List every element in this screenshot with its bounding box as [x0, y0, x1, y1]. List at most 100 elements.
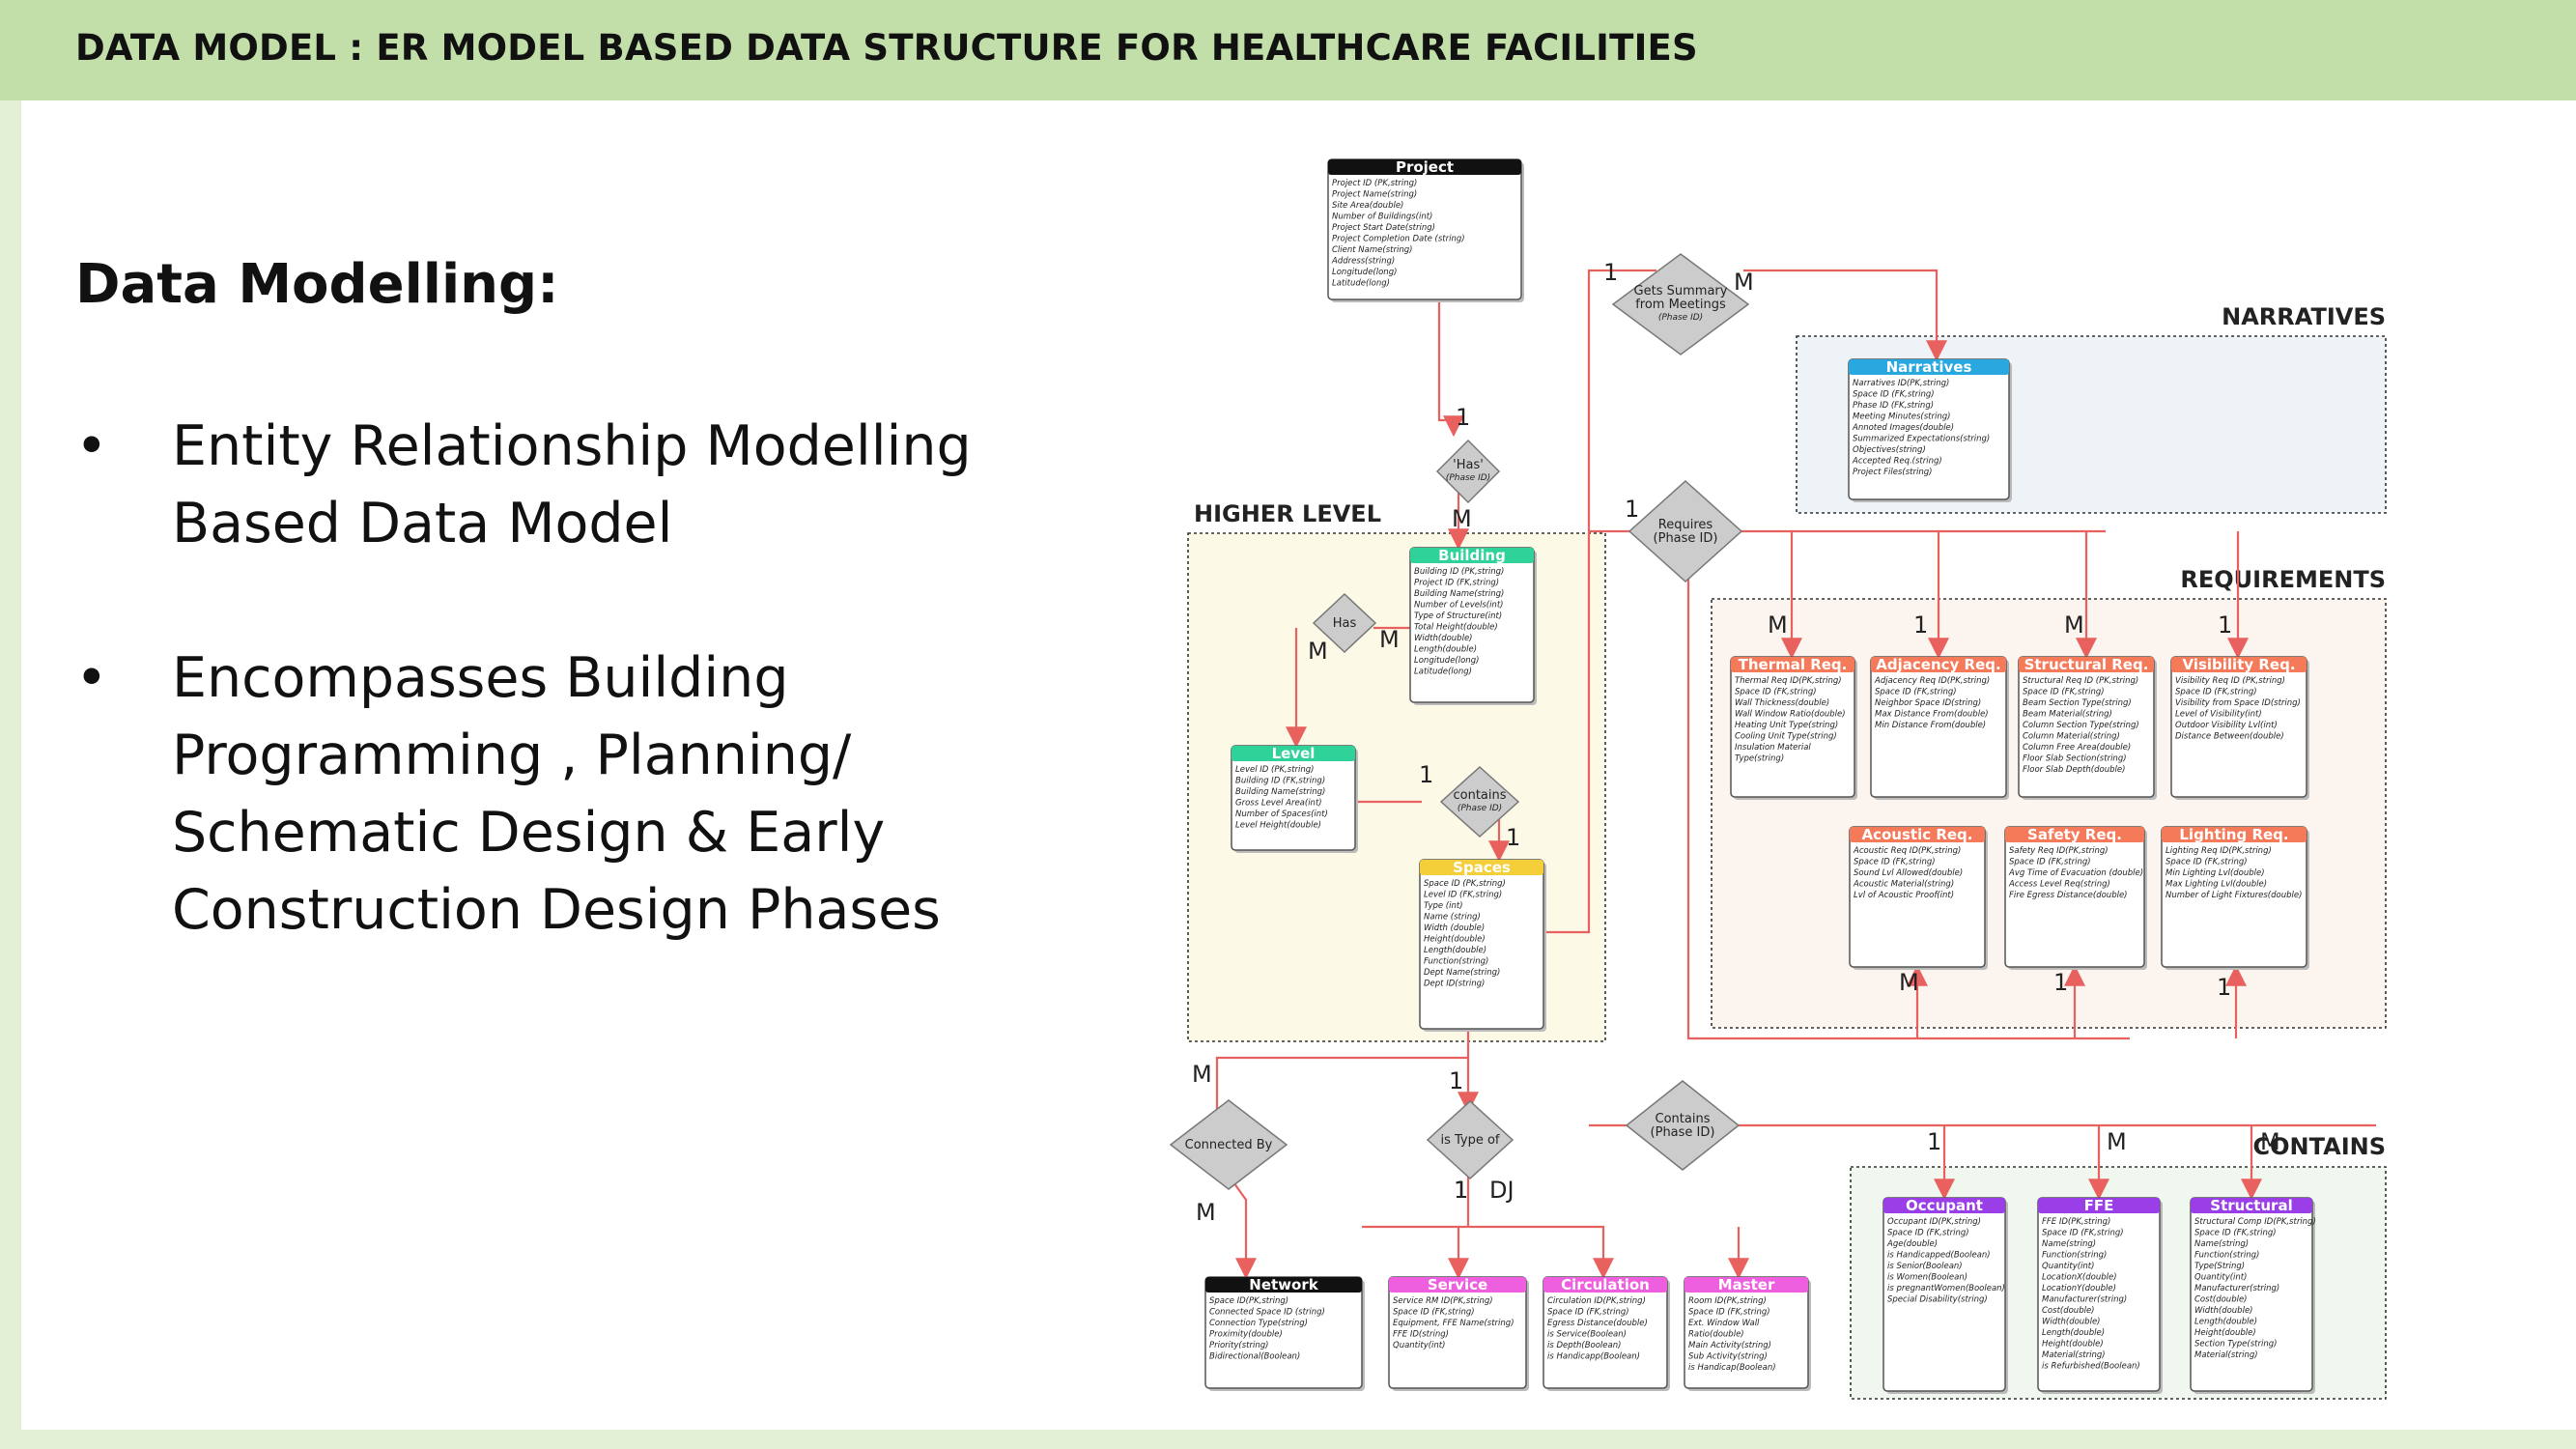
entity-field: Meeting Minutes(string) — [1853, 412, 1950, 422]
relationship-label: Requires — [1658, 518, 1713, 532]
entity-field: Project ID (FK,string) — [1414, 579, 1499, 588]
entity-header-adjacency — [1871, 657, 2006, 672]
relationship-sublabel: (Phase ID) — [1658, 313, 1703, 323]
cardinality-label: M — [2107, 1128, 2127, 1155]
entity-field: Outdoor Visibility Lvl(int) — [2175, 721, 2278, 730]
entity-field: Priority(string) — [1209, 1341, 1268, 1350]
entity-field: Width(double) — [2042, 1318, 2100, 1327]
cardinality-label: 1 — [1449, 1067, 1463, 1094]
entity-field: is Handicap(Boolean) — [1688, 1363, 1776, 1373]
entity-field: Thermal Req ID(PK,string) — [1735, 676, 1842, 686]
relationship-label: Contains — [1656, 1112, 1711, 1126]
entity-field: Annoted Images(double) — [1852, 423, 1954, 433]
entity-field: Beam Material(string) — [2023, 710, 2112, 720]
cardinality-label: M — [2260, 1128, 2280, 1155]
cardinality-label: 1 — [1625, 496, 1639, 523]
entity-field: Space ID (FK,string) — [1735, 688, 1817, 697]
entity-field: Building Name(string) — [1235, 787, 1325, 797]
cardinality-label: 1 — [2053, 969, 2068, 996]
entity-field: Level ID (FK,string) — [1424, 891, 1502, 900]
entity-title-spaces: Spaces — [1453, 859, 1511, 876]
entity-field: Space ID(PK,string) — [1209, 1296, 1288, 1306]
entity-field: Column Free Area(double) — [2023, 743, 2131, 753]
entity-field: Min Lighting Lvl(double) — [2166, 868, 2265, 878]
entity-field: is Handicapp(Boolean) — [1547, 1352, 1640, 1362]
cardinality-label: 1 — [1927, 1128, 1941, 1155]
entity-field: Name (string) — [1424, 913, 1481, 923]
entity-field: Project ID (PK,string) — [1332, 179, 1417, 188]
bullet-marker: • — [75, 646, 108, 710]
entity-field: Material(string) — [2042, 1350, 2106, 1360]
entity-title-ffe: FFE — [2084, 1197, 2114, 1214]
relationship-contains2 — [1625, 1080, 1741, 1171]
entity-field: Acoustic Material(string) — [1853, 880, 1954, 890]
entity-field: Floor Slab Depth(double) — [2023, 765, 2125, 775]
entity-field: Length(double) — [2042, 1328, 2105, 1338]
relationship-label: Gets Summary — [1634, 284, 1728, 298]
connector-line — [1686, 531, 2130, 1040]
entity-field: Name(string) — [2042, 1239, 2096, 1249]
entity-field: Type(String) — [2194, 1262, 2245, 1271]
entity-header-master — [1684, 1277, 1808, 1293]
entity-header-structural_req — [2019, 657, 2154, 672]
bullet-line: Programming , Planning/ — [172, 724, 852, 787]
entity-field: Cooling Unit Type(string) — [1735, 732, 1837, 742]
bullet-line: Schematic Design & Early — [172, 801, 886, 865]
relationship-requires — [1628, 479, 1743, 583]
entity-field: is pregnantWomen(Boolean) — [1887, 1284, 2005, 1293]
cardinality-label: M — [1379, 626, 1400, 653]
relationship-label: is Type of — [1440, 1133, 1499, 1148]
relationship-connected_by — [1169, 1099, 1288, 1190]
left-accent-bar — [0, 100, 21, 1430]
entity-field: Dept ID(string) — [1424, 980, 1485, 989]
entity-field: Building Name(string) — [1414, 589, 1504, 599]
cardinality-label: 1 — [2217, 974, 2231, 1001]
entity-field: Max Distance From(double) — [1875, 710, 1989, 720]
entity-field: Room ID(PK,string) — [1688, 1296, 1767, 1306]
entity-field: Space ID (FK,string) — [1688, 1308, 1770, 1318]
entity-field: Space ID (FK,string) — [2023, 688, 2105, 697]
connector-line — [1743, 269, 1947, 362]
entity-field: Objectives(string) — [1853, 445, 1926, 455]
entity-field: is Refurbished(Boolean) — [2042, 1362, 2140, 1372]
entity-field: Avg Time of Evacuation (double) — [2008, 868, 2143, 878]
entity-field: Type (int) — [1424, 901, 1463, 911]
connector-line — [1362, 1225, 1614, 1280]
entity-field: Proximity(double) — [1209, 1330, 1283, 1340]
entity-field: Bidirectional(Boolean) — [1209, 1352, 1300, 1362]
entity-field: Height(double) — [1424, 935, 1486, 945]
entity-field: Project Name(string) — [1332, 190, 1417, 200]
cardinality-label: 1 — [1454, 1177, 1468, 1204]
entity-header-network — [1205, 1277, 1362, 1293]
entity-field: Width(double) — [2194, 1306, 2252, 1316]
entity-field: Connection Type(string) — [1209, 1319, 1308, 1328]
entity-field: Connected Space ID (string) — [1209, 1308, 1325, 1318]
entity-field: FFE ID(PK,string) — [2042, 1217, 2110, 1227]
entity-field: Floor Slab Section(string) — [2023, 754, 2127, 764]
entity-field: Height(double) — [2042, 1340, 2104, 1350]
cardinality-label: 1 — [1454, 1177, 1468, 1204]
entity-header-safety — [2005, 827, 2144, 842]
entity-title-adjacency: Adjacency Req. — [1876, 656, 2000, 673]
entity-field: Number of Light Fixtures(double) — [2166, 891, 2302, 900]
entity-title-thermal: Thermal Req. — [1739, 656, 1848, 673]
entity-field: Safety Req ID(PK,string) — [2009, 846, 2109, 856]
entity-header-project — [1328, 159, 1521, 175]
cardinality-label: M — [1192, 1061, 1212, 1088]
entity-field: Space ID (PK,string) — [1424, 879, 1506, 889]
entity-field: Latitude(long) — [1414, 668, 1472, 677]
entity-field: Project Files(string) — [1853, 468, 1932, 477]
entity-field: Space ID (FK,string) — [1887, 1229, 1969, 1238]
entity-field: Lighting Req ID(PK,string) — [2166, 846, 2272, 856]
entity-field: Insulation Material — [1735, 743, 1811, 753]
entity-field: is Senior(Boolean) — [1887, 1262, 1963, 1271]
entity-field: Acoustic Req ID(PK,string) — [1853, 846, 1961, 856]
entity-field: Special Disability(string) — [1887, 1295, 1988, 1305]
entity-header-spaces — [1420, 860, 1543, 875]
entity-title-building: Building — [1438, 547, 1506, 564]
entity-field: Min Distance From(double) — [1875, 721, 1986, 730]
entity-field: Width (double) — [1424, 923, 1485, 933]
entity-field: is Handicapped(Boolean) — [1887, 1251, 1991, 1261]
entity-field: Length(double) — [2194, 1318, 2257, 1327]
relationship-has2 — [1312, 592, 1377, 654]
